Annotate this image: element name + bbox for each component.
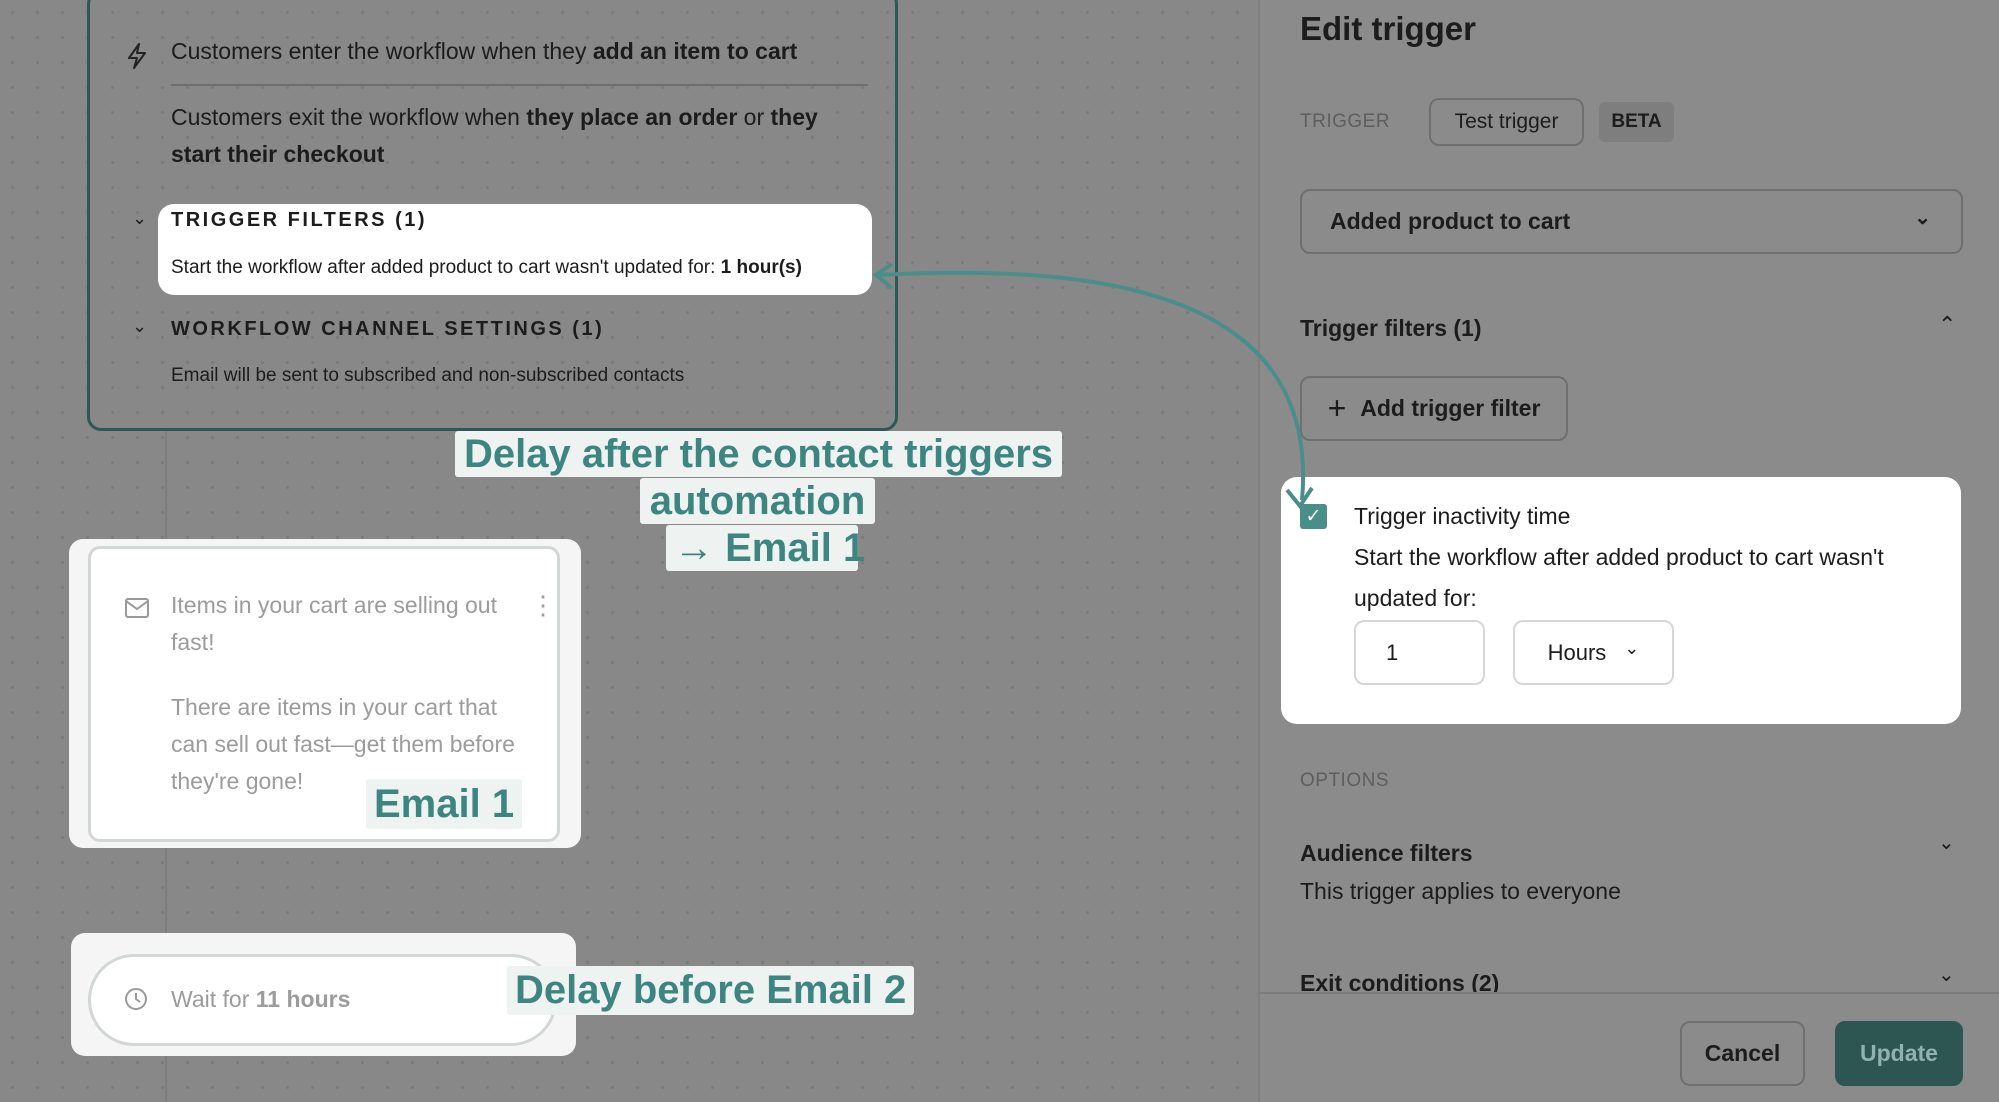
chevron-down-icon: ⌄ xyxy=(1938,964,1955,986)
trigger-filters-heading[interactable]: TRIGGER FILTERS (1) xyxy=(171,209,428,231)
chevron-down-icon[interactable]: ⌄ xyxy=(1938,832,1955,854)
footer-divider xyxy=(1260,992,1999,994)
inactivity-checkbox[interactable]: ✓ xyxy=(1300,504,1327,529)
trigger-label: TRIGGER xyxy=(1300,111,1391,132)
filters-value: 1 hour(s) xyxy=(720,257,802,278)
exit-condition: Customers exit the workflow when they pl… xyxy=(171,104,818,131)
inactivity-highlight xyxy=(1281,477,1961,724)
divider xyxy=(171,84,868,86)
chevron-down-icon[interactable]: ⌄ xyxy=(132,208,148,228)
channel-settings-text: Email will be sent to subscribed and non… xyxy=(171,365,685,386)
trigger-select[interactable]: Added product to cart ⌄ xyxy=(1300,189,1963,254)
inactivity-title: Trigger inactivity time xyxy=(1354,503,1571,529)
exit-bold-2: they xyxy=(770,104,818,130)
exit-conditions-row[interactable]: Exit conditions (2) ⌄ xyxy=(1260,950,1999,992)
email-body-line2: can sell out fast—get them before xyxy=(171,731,515,757)
audience-filters-text: This trigger applies to everyone xyxy=(1300,878,1621,904)
cancel-button[interactable]: Cancel xyxy=(1680,1021,1805,1086)
channel-settings-heading[interactable]: WORKFLOW CHANNEL SETTINGS (1) xyxy=(171,318,605,340)
audience-filters-heading[interactable]: Audience filters xyxy=(1300,840,1473,866)
trigger-card[interactable] xyxy=(87,0,898,431)
wait-text: Wait for 11 hours xyxy=(171,986,350,1013)
exit-condition-line2: start their checkout xyxy=(171,141,385,167)
options-label: OPTIONS xyxy=(1300,770,1390,791)
add-trigger-filter-button[interactable]: + Add trigger filter xyxy=(1300,376,1568,441)
unit-value: Hours xyxy=(1547,639,1607,665)
email-subject-line2: fast! xyxy=(171,629,215,655)
beta-badge: BETA xyxy=(1599,102,1674,142)
exit-mid: or xyxy=(737,104,771,130)
wait-card[interactable] xyxy=(88,954,557,1046)
trigger-filters-text: Start the workflow after added product t… xyxy=(171,257,802,279)
annotation-delay-1-line1: Delay after the contact triggers xyxy=(455,431,1062,477)
plus-icon: + xyxy=(1327,390,1347,426)
annotation-delay-email-2: Delay before Email 2 xyxy=(507,966,915,1015)
trigger-filters-heading[interactable]: Trigger filters (1) xyxy=(1300,315,1482,341)
chevron-down-icon: ⌄ xyxy=(1624,638,1640,658)
inactivity-amount-input[interactable]: 1 xyxy=(1354,620,1485,685)
test-trigger-button[interactable]: Test trigger xyxy=(1429,98,1584,146)
wait-value: 11 hours xyxy=(255,986,351,1012)
envelope-icon xyxy=(125,598,149,618)
enter-bold: add an item to cart xyxy=(592,38,798,64)
email-body-line3: they're gone! xyxy=(171,768,304,794)
panel-title: Edit trigger xyxy=(1300,10,1477,47)
enter-prefix: Customers enter the workflow when they xyxy=(171,38,593,64)
exit-prefix: Customers exit the workflow when xyxy=(171,104,527,130)
chevron-up-icon[interactable]: ⌃ xyxy=(1938,312,1957,337)
filters-text: Start the workflow after added product t… xyxy=(171,257,721,278)
exit-bold-1: they place an order xyxy=(526,104,738,130)
email-subject: Items in your cart are selling out xyxy=(171,592,497,618)
chevron-down-icon: ⌄ xyxy=(1914,207,1931,229)
clock-icon xyxy=(125,988,147,1010)
inactivity-desc-line1: Start the workflow after added product t… xyxy=(1354,544,1884,570)
annotation-delay-1-line3: → Email 1 xyxy=(666,525,865,571)
workflow-canvas xyxy=(0,0,1258,1102)
lightning-icon xyxy=(128,43,146,69)
exit-conditions-heading: Exit conditions (2) xyxy=(1300,970,1500,992)
trigger-select-value: Added product to cart xyxy=(1330,208,1571,234)
kebab-menu-icon[interactable]: ⋮ xyxy=(530,590,556,620)
inactivity-desc-line2: updated for: xyxy=(1354,585,1477,611)
annotation-delay-1-line2: automation xyxy=(640,478,875,524)
add-trigger-filter-label: Add trigger filter xyxy=(1360,395,1541,421)
update-button[interactable]: Update xyxy=(1835,1021,1963,1086)
email-body-line1: There are items in your cart that xyxy=(171,694,497,720)
chevron-down-icon[interactable]: ⌄ xyxy=(132,316,148,336)
wait-prefix: Wait for xyxy=(171,986,256,1012)
inactivity-unit-select[interactable]: Hours ⌄ xyxy=(1513,620,1674,685)
annotation-email-1: Email 1 xyxy=(366,779,523,829)
trigger-filters-highlight xyxy=(158,204,872,295)
enter-condition: Customers enter the workflow when they a… xyxy=(171,38,797,65)
